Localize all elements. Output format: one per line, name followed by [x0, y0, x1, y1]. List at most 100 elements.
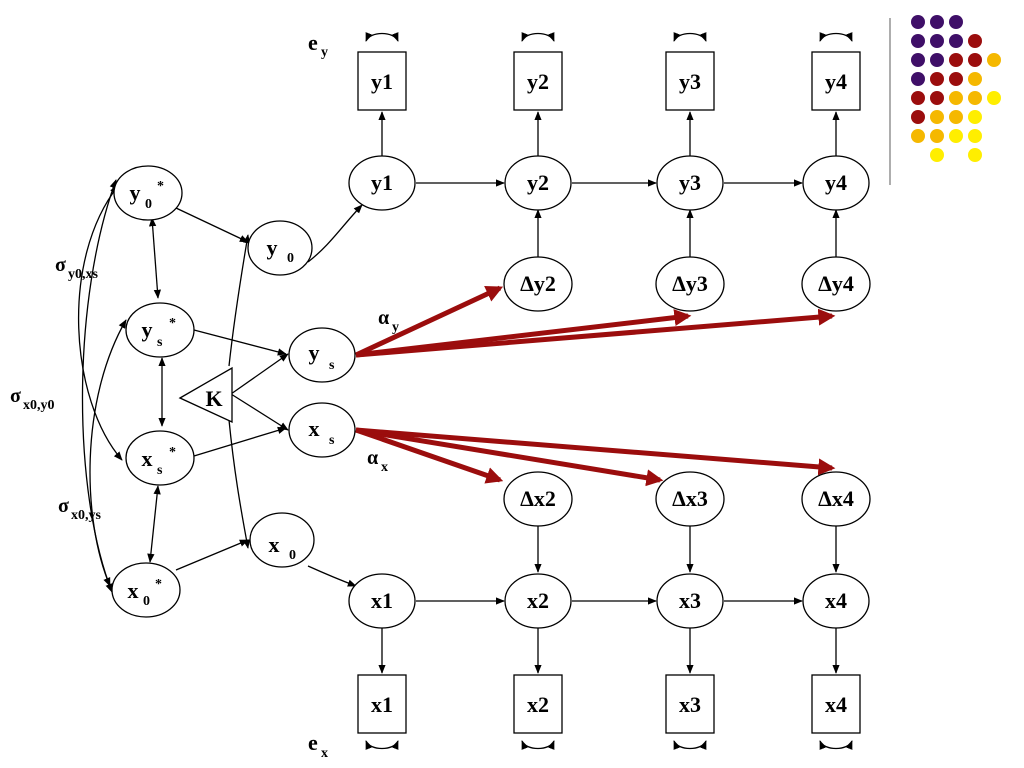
edge-x0-x1: [307, 565, 357, 587]
edge-k-ys: [230, 353, 289, 395]
box-y1-label: y1: [371, 69, 393, 94]
node-x0: [249, 512, 315, 568]
loop-y4: [819, 32, 853, 42]
box-y2-label: y2: [527, 69, 549, 94]
loop-y1: [365, 32, 399, 42]
logo-dot: [949, 34, 963, 48]
ex-sub: x: [321, 746, 328, 761]
node-dy2: [503, 256, 573, 312]
sigma-x0y0-base: σ: [10, 385, 21, 407]
node-x3-label: x3: [679, 588, 701, 613]
cov-y0star-x0star: [81, 179, 117, 593]
node-x0-sub: 0: [289, 548, 296, 563]
node-ys-base: y: [309, 340, 320, 365]
logo-dot: [968, 53, 982, 67]
box-x4: [811, 674, 861, 734]
node-y1-label: y1: [371, 170, 393, 195]
box-y4-label: y4: [825, 69, 847, 94]
node-y0-base: y: [267, 235, 278, 260]
node-xsstar-sub: s: [157, 463, 163, 478]
logo-dot: [968, 148, 982, 162]
cov-ysstar-x0star: [89, 319, 127, 587]
residual-loops: [365, 32, 853, 750]
box-y2: [513, 51, 563, 111]
sigma-y0xs-sub: y0,xs: [68, 267, 99, 282]
node-ysstar-sup: *: [169, 316, 176, 331]
cov-xsstar-x0star: [147, 485, 161, 563]
edges: [78, 111, 840, 674]
alpha-x-sub: x: [381, 460, 388, 475]
logo-dot: [911, 110, 925, 124]
logo-dot: [911, 91, 925, 105]
node-y0-sub: 0: [287, 251, 294, 266]
growth-factors: y 0 y s x s x 0: [247, 220, 356, 568]
node-y0star-base: y: [130, 180, 141, 205]
box-y4: [811, 51, 861, 111]
node-y2-label: y2: [527, 170, 549, 195]
alpha-y-sub: y: [392, 320, 399, 335]
node-xsstar-base: x: [142, 446, 153, 471]
slope-arrows: [354, 285, 836, 487]
node-dx2-label: Δx2: [520, 486, 556, 511]
logo-dot: [930, 129, 944, 143]
logo-dot: [930, 15, 944, 29]
logo-dot: [930, 53, 944, 67]
logo-dot: [949, 110, 963, 124]
logo-dot: [949, 15, 963, 29]
node-ys-sub: s: [329, 358, 335, 373]
logo-dot: [930, 34, 944, 48]
node-ysstar: [125, 302, 195, 358]
node-x0star-sub: 0: [143, 594, 150, 609]
node-ys: [288, 327, 356, 383]
edge-k-x0: [228, 419, 251, 549]
logo-dot: [968, 91, 982, 105]
box-x2-label: x2: [527, 692, 549, 717]
logo-dot: [968, 34, 982, 48]
observed-x: x1 x2 x3 x4: [357, 674, 861, 734]
logo-dot: [987, 91, 1001, 105]
node-y4: [802, 155, 870, 211]
logo-dot: [911, 129, 925, 143]
logo-dot: [930, 91, 944, 105]
node-x0star: [111, 562, 181, 618]
node-x2-label: x2: [527, 588, 549, 613]
delta-y: Δy2 Δy3 Δy4: [503, 256, 871, 312]
logo-dot: [911, 15, 925, 29]
node-xsstar: [125, 430, 195, 486]
cov-y0star-ysstar: [148, 217, 162, 299]
sigma-x0ys-base: σ: [58, 495, 69, 517]
logo-dot: [911, 72, 925, 86]
logo-dot: [987, 53, 1001, 67]
ey-base: e: [308, 30, 318, 55]
alpha-x-dx2: [355, 427, 504, 484]
box-x4-label: x4: [825, 692, 847, 717]
node-y1: [348, 155, 416, 211]
logo-dot: [949, 72, 963, 86]
node-x0star-base: x: [128, 578, 139, 603]
box-y1: [357, 51, 407, 111]
sigma-y0xs-base: σ: [55, 254, 66, 276]
k-triangle: [178, 366, 233, 424]
node-ysstar-base: y: [142, 317, 153, 342]
node-y2: [504, 155, 572, 211]
edge-y0-y1: [307, 204, 363, 263]
ey-sub: y: [321, 45, 328, 60]
k-label: K: [205, 386, 222, 411]
alpha-x-dx4: [355, 427, 836, 476]
logo-dot: [968, 72, 982, 86]
alpha-x-dx3: [355, 427, 664, 487]
edge-ysstar-ys: [193, 329, 287, 356]
logo-dot: [968, 129, 982, 143]
loop-y2: [521, 32, 555, 42]
node-dy4-label: Δy4: [818, 271, 854, 296]
node-xs: [288, 402, 356, 458]
logo-dot: [968, 110, 982, 124]
node-x0star-sup: *: [155, 577, 162, 592]
node-ysstar-sub: s: [157, 335, 163, 350]
alpha-y-dy4: [355, 308, 836, 358]
node-xs-sub: s: [329, 433, 335, 448]
node-dx3: [655, 471, 725, 527]
node-x1-label: x1: [371, 588, 393, 613]
node-dx4: [801, 471, 871, 527]
